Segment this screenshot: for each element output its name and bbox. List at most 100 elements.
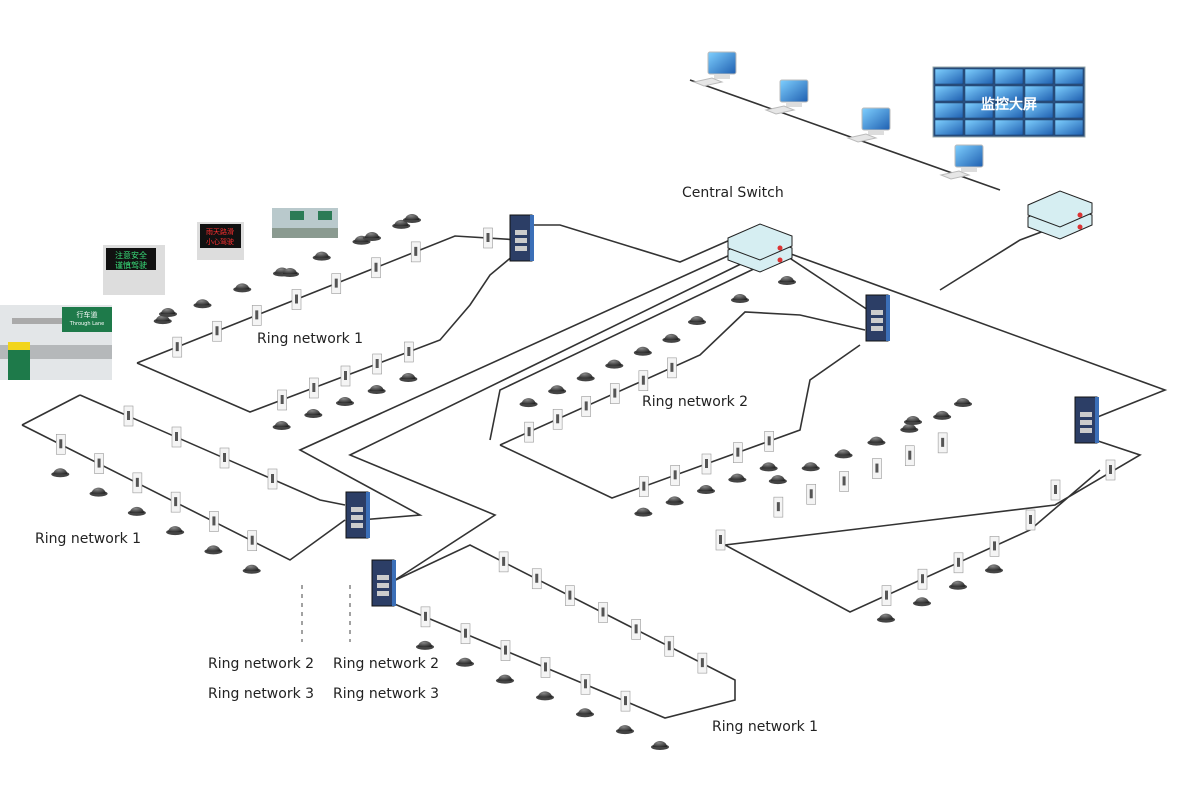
dome-camera-icon — [281, 268, 299, 277]
video-wall-screen — [1054, 85, 1084, 102]
network-link — [348, 261, 746, 581]
video-wall-label: 监控大屏 — [981, 96, 1037, 113]
ring-switch-icon — [1050, 479, 1061, 501]
network-link — [136, 235, 521, 364]
ring-switch-icon — [638, 370, 649, 392]
video-wall-screen — [994, 68, 1024, 85]
dome-camera-icon — [367, 385, 386, 394]
sign-text: Through Lane — [69, 321, 104, 327]
network-link — [384, 544, 736, 719]
ring-switch-icon — [670, 465, 680, 486]
central-switch-icon — [727, 223, 793, 273]
ring-switch-icon — [277, 389, 287, 411]
network-link — [722, 439, 1142, 613]
dome-camera-icon — [768, 475, 787, 485]
dome-camera-icon — [616, 725, 634, 735]
ring-switch-icon — [904, 445, 915, 467]
ring-switch-icon — [172, 336, 183, 358]
network-links — [21, 79, 1168, 719]
dome-camera-icon — [242, 564, 261, 574]
dome-camera-icon — [900, 423, 919, 433]
ring-switch-icon — [806, 483, 817, 505]
video-wall-screen — [1024, 68, 1054, 85]
network-link — [779, 249, 1168, 421]
dome-camera-icon — [728, 473, 747, 483]
ring-switch-icon — [773, 496, 784, 518]
ring-switch-icon — [219, 447, 230, 469]
dome-camera-icon — [759, 462, 778, 472]
ring-switch-icon — [251, 305, 262, 326]
dome-camera-icon — [801, 462, 820, 472]
dome-camera-icon — [634, 507, 653, 517]
dome-camera-icon — [89, 487, 108, 497]
dome-camera-icon — [304, 409, 323, 418]
ring-switch-icon — [372, 353, 382, 375]
dome-camera-icon — [496, 674, 514, 684]
dome-camera-icon — [233, 283, 252, 293]
dome-camera-icon — [954, 398, 972, 407]
dome-camera-icon — [633, 346, 652, 356]
dome-camera-icon — [456, 657, 474, 667]
dome-camera-icon — [127, 506, 146, 516]
dome-camera-icon — [576, 372, 595, 382]
ring-label: Ring network 1 — [35, 531, 141, 547]
ring-switch-icon — [565, 585, 575, 606]
video-wall-screen — [934, 68, 964, 85]
workstation-icon — [692, 51, 737, 87]
video-wall-screen — [1024, 119, 1054, 136]
video-wall-screen — [1024, 102, 1054, 119]
ring-switch-icon — [267, 468, 278, 490]
dome-camera-icon — [867, 436, 886, 446]
network-link — [21, 424, 346, 561]
video-wall-screen — [964, 102, 994, 119]
dome-camera-icon — [576, 708, 594, 718]
ring-switch-icon — [209, 511, 219, 532]
ring-switch-icon — [733, 442, 743, 463]
ring-switch-icon — [55, 433, 66, 455]
dome-camera-icon — [731, 294, 749, 303]
ring-switch-icon — [404, 341, 414, 363]
dome-camera-icon — [605, 359, 624, 369]
dome-camera-icon — [51, 468, 70, 478]
ring-switch-icon — [872, 458, 882, 479]
dome-camera-icon — [904, 416, 922, 425]
dome-camera-icon — [688, 316, 706, 325]
ring-switch-icon — [580, 673, 591, 695]
ring-switch-icon — [667, 357, 677, 379]
video-wall: 监控大屏 — [932, 66, 1086, 138]
video-wall-screen — [1054, 102, 1084, 119]
dome-camera-icon — [877, 613, 895, 623]
gantry-photo — [272, 208, 338, 238]
sign-text: 小心驾驶 — [206, 237, 234, 246]
dome-camera-icon — [834, 449, 853, 459]
ring-switch-icon — [937, 432, 948, 454]
video-wall-screen — [994, 119, 1024, 136]
sign-text: 雨天路滑 — [206, 227, 234, 236]
ring-label: Ring network 2 — [642, 394, 748, 410]
green-led-sign: 注意安全 谨慎驾驶 — [103, 245, 165, 295]
workstation-icon — [764, 79, 809, 115]
video-wall-screen — [994, 102, 1024, 119]
dome-camera-icon — [336, 397, 354, 406]
video-wall-screen — [1054, 119, 1084, 136]
ring-switch-icon — [331, 273, 342, 294]
devices — [51, 51, 1116, 750]
dome-camera-icon — [416, 640, 434, 650]
ring-switch-icon — [917, 568, 928, 590]
workstation-icon — [846, 107, 891, 143]
network-link — [530, 224, 731, 263]
network-link — [939, 224, 1061, 291]
ring-switch-icon — [697, 652, 708, 674]
ring-switch-icon — [309, 377, 319, 399]
dome-camera-icon — [665, 496, 684, 506]
network-link — [298, 254, 731, 521]
dome-camera-icon — [312, 251, 331, 261]
industrial-switch-icon — [371, 559, 396, 607]
ring-switch-icon — [881, 585, 892, 606]
ring-label: Ring network 2 — [333, 656, 439, 672]
dome-camera-icon — [204, 545, 223, 555]
ring-label: Ring network 1 — [257, 331, 363, 347]
dome-camera-icon — [933, 410, 952, 420]
ring-label: Ring network 2 — [208, 656, 314, 672]
